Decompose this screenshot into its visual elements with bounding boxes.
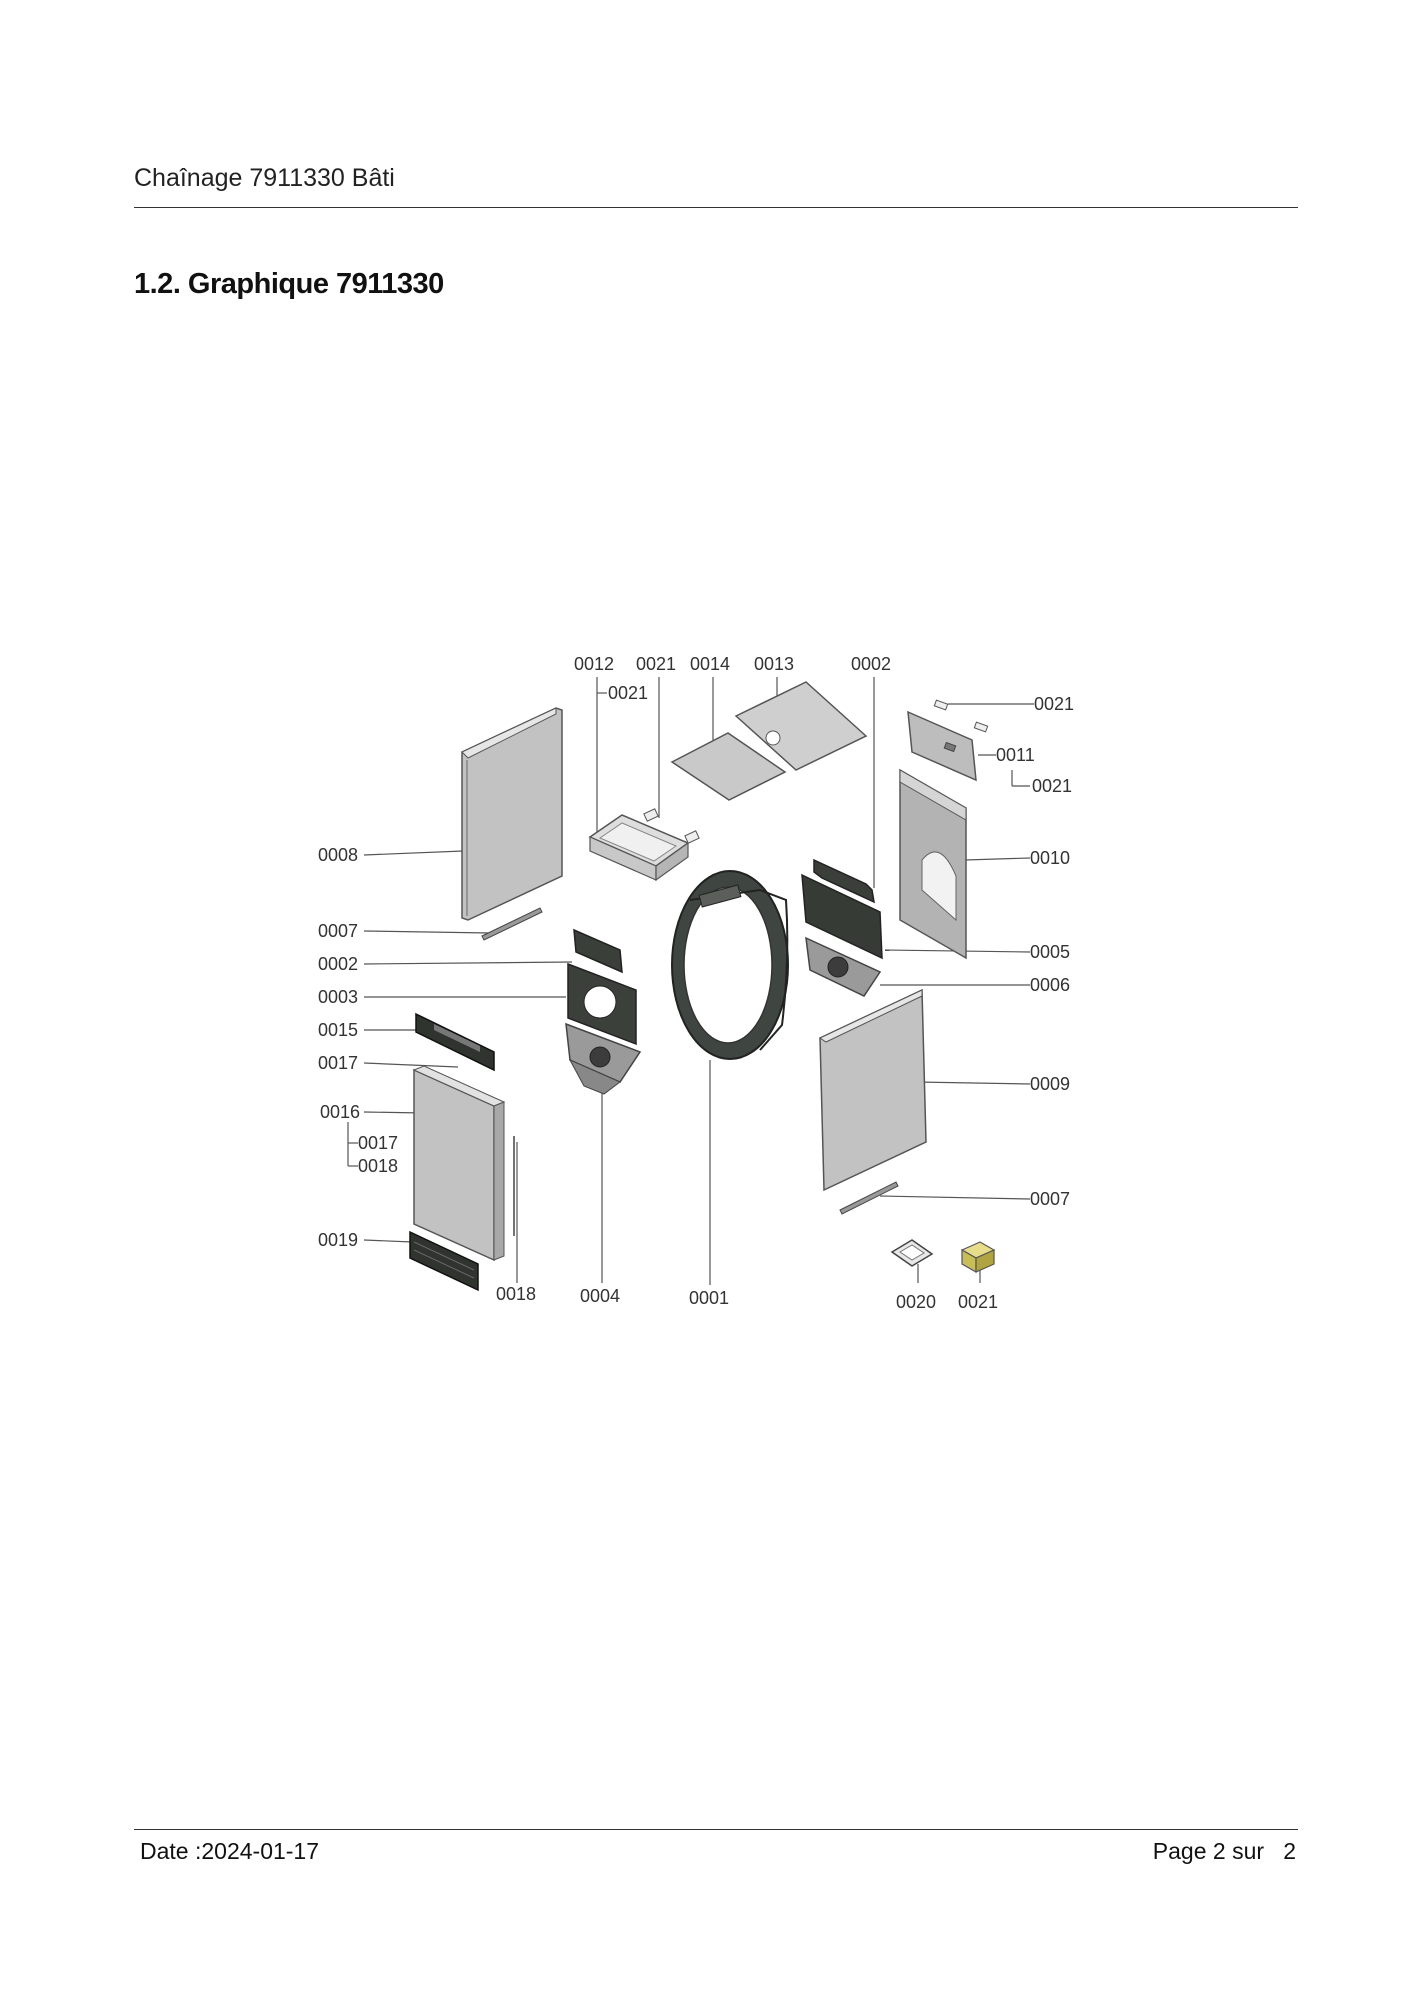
part-0002-block-right: [813, 858, 875, 904]
label-0015: 0015: [318, 1020, 358, 1040]
label-0018-sub: 0018: [358, 1156, 398, 1176]
label-0002-left: 0002: [318, 954, 358, 974]
label-0009: 0009: [1030, 1074, 1070, 1094]
label-0002: 0002: [851, 654, 891, 674]
header-divider: [134, 207, 1298, 208]
footer-page-number: Page 2 sur 2: [1152, 1838, 1296, 1864]
part-0003-plate: [567, 962, 637, 1046]
label-0021-right-a: 0021: [1034, 694, 1074, 714]
part-0013-plate: [734, 681, 868, 771]
part-0019-grille: [409, 1230, 479, 1292]
label-0004: 0004: [580, 1286, 620, 1306]
label-0021-tray: 0021: [608, 683, 648, 703]
label-0007-right: 0007: [1030, 1189, 1070, 1209]
label-0021: 0021: [636, 654, 676, 674]
part-0007-rail-left: [481, 907, 543, 941]
label-0010: 0010: [1030, 848, 1070, 868]
document-header-title: Chaînage 7911330 Bâti: [134, 164, 395, 192]
part-0016-door-panel: [412, 1065, 506, 1262]
label-0021-right-b: 0021: [1032, 776, 1072, 796]
part-0002-block-left: [573, 928, 623, 974]
label-0021-bottom: 0021: [958, 1292, 998, 1312]
label-0017: 0017: [318, 1053, 358, 1073]
part-0014-plate: [670, 732, 787, 801]
label-0001: 0001: [689, 1288, 729, 1308]
part-0010-back-panel: [899, 768, 967, 960]
part-0011-bracket: [907, 699, 989, 782]
part-0012-tray: [588, 814, 690, 882]
part-0020-plate: [890, 1239, 934, 1267]
label-0003: 0003: [318, 987, 358, 1007]
part-0007-rail-right: [839, 1181, 899, 1215]
label-0018-bottom: 0018: [496, 1284, 536, 1304]
part-0008-side-panel: [461, 707, 563, 921]
label-0016: 0016: [320, 1102, 360, 1122]
part-0021-yellow-clip: [960, 1241, 996, 1274]
label-0005: 0005: [1030, 942, 1070, 962]
footer-divider: [134, 1829, 1298, 1830]
section-title: 1.2. Graphique 7911330: [134, 268, 444, 300]
label-0011: 0011: [996, 745, 1035, 765]
part-0004-bracket: [565, 1022, 642, 1095]
label-0007-left: 0007: [318, 921, 358, 941]
part-0021-clip-tray-a: [643, 808, 659, 822]
label-0019: 0019: [318, 1230, 358, 1250]
label-0012: 0012: [574, 654, 614, 674]
label-0014: 0014: [690, 654, 730, 674]
callout-labels: 0012 0021 0014 0013 0002 0021 0021 0011 …: [318, 654, 1074, 1312]
footer-date: Date :2024-01-17: [140, 1838, 320, 1864]
part-0005-plate: [801, 873, 883, 960]
part-0015-slot: [434, 1024, 480, 1052]
part-0021-clip-tray-b: [684, 830, 700, 844]
label-0013: 0013: [754, 654, 794, 674]
label-0020: 0020: [896, 1292, 936, 1312]
label-0006: 0006: [1030, 975, 1070, 995]
label-0008: 0008: [318, 845, 358, 865]
part-0009-side-panel: [818, 988, 927, 1192]
part-0006-bracket: [805, 936, 882, 997]
label-0017-sub: 0017: [358, 1133, 398, 1153]
part-0001-drum: [671, 870, 789, 1060]
part-0015-bar: [415, 1012, 495, 1072]
